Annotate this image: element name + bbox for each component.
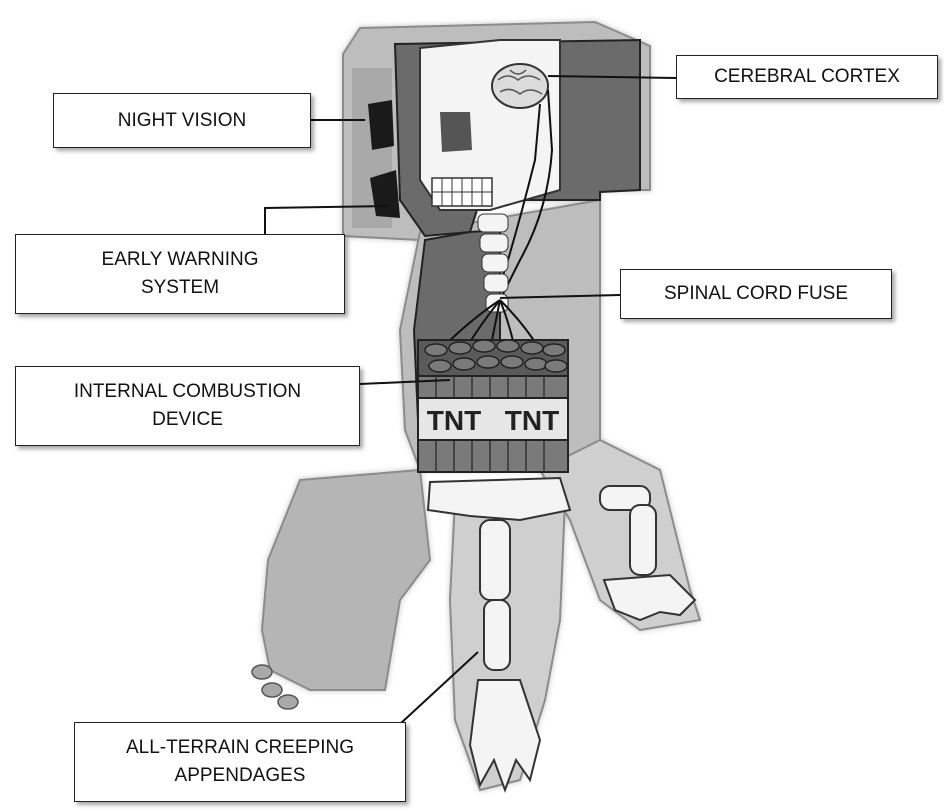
label-all-terrain-creeping-appendages: ALL-TERRAIN CREEPING APPENDAGES	[74, 722, 406, 802]
label-early-warning-line2: SYSTEM	[141, 274, 219, 302]
label-all-terrain-line2: APPENDAGES	[175, 762, 306, 790]
label-spinal-cord-fuse-text: SPINAL CORD FUSE	[664, 280, 848, 308]
label-night-vision: NIGHT VISION	[53, 93, 311, 148]
label-cerebral-cortex: CEREBRAL CORTEX	[676, 55, 938, 99]
label-internal-combustion-line2: DEVICE	[152, 406, 223, 434]
brain	[492, 64, 548, 108]
label-night-vision-text: NIGHT VISION	[118, 107, 246, 135]
label-early-warning-system: EARLY WARNING SYSTEM	[15, 234, 345, 314]
label-spinal-cord-fuse: SPINAL CORD FUSE	[620, 269, 892, 319]
tibia	[484, 600, 510, 670]
label-internal-combustion-device: INTERNAL COMBUSTION DEVICE	[15, 366, 360, 446]
pelvis	[428, 478, 570, 520]
rear-tibia	[630, 505, 656, 575]
femur	[480, 520, 510, 600]
label-internal-combustion-line1: INTERNAL COMBUSTION	[74, 378, 301, 406]
tnt-label-right: TNT	[505, 405, 559, 436]
night-vision-eye	[368, 100, 394, 150]
tnt-label-left: TNT	[427, 405, 481, 436]
label-all-terrain-line1: ALL-TERRAIN CREEPING	[126, 734, 354, 762]
eye-socket	[440, 112, 472, 152]
label-cerebral-cortex-text: CEREBRAL CORTEX	[714, 63, 900, 91]
label-early-warning-line1: EARLY WARNING	[102, 246, 259, 274]
tnt-bundle: TNT TNT	[418, 340, 568, 472]
